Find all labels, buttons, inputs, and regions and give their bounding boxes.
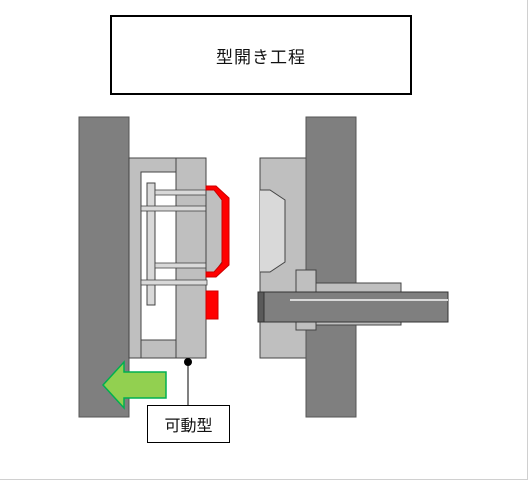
molded-product — [205, 185, 230, 320]
opening-direction-arrow — [101, 360, 167, 410]
moving-mold-label-box: 可動型 — [147, 405, 230, 443]
right-platen — [305, 116, 357, 418]
moving-mold — [128, 157, 223, 359]
moving-mold-label: 可動型 — [164, 416, 213, 435]
injection-nozzle — [257, 291, 449, 323]
title-box: 型開き工程 — [110, 15, 412, 95]
label-leader — [184, 358, 192, 405]
diagram-title: 型開き工程 — [216, 47, 306, 68]
